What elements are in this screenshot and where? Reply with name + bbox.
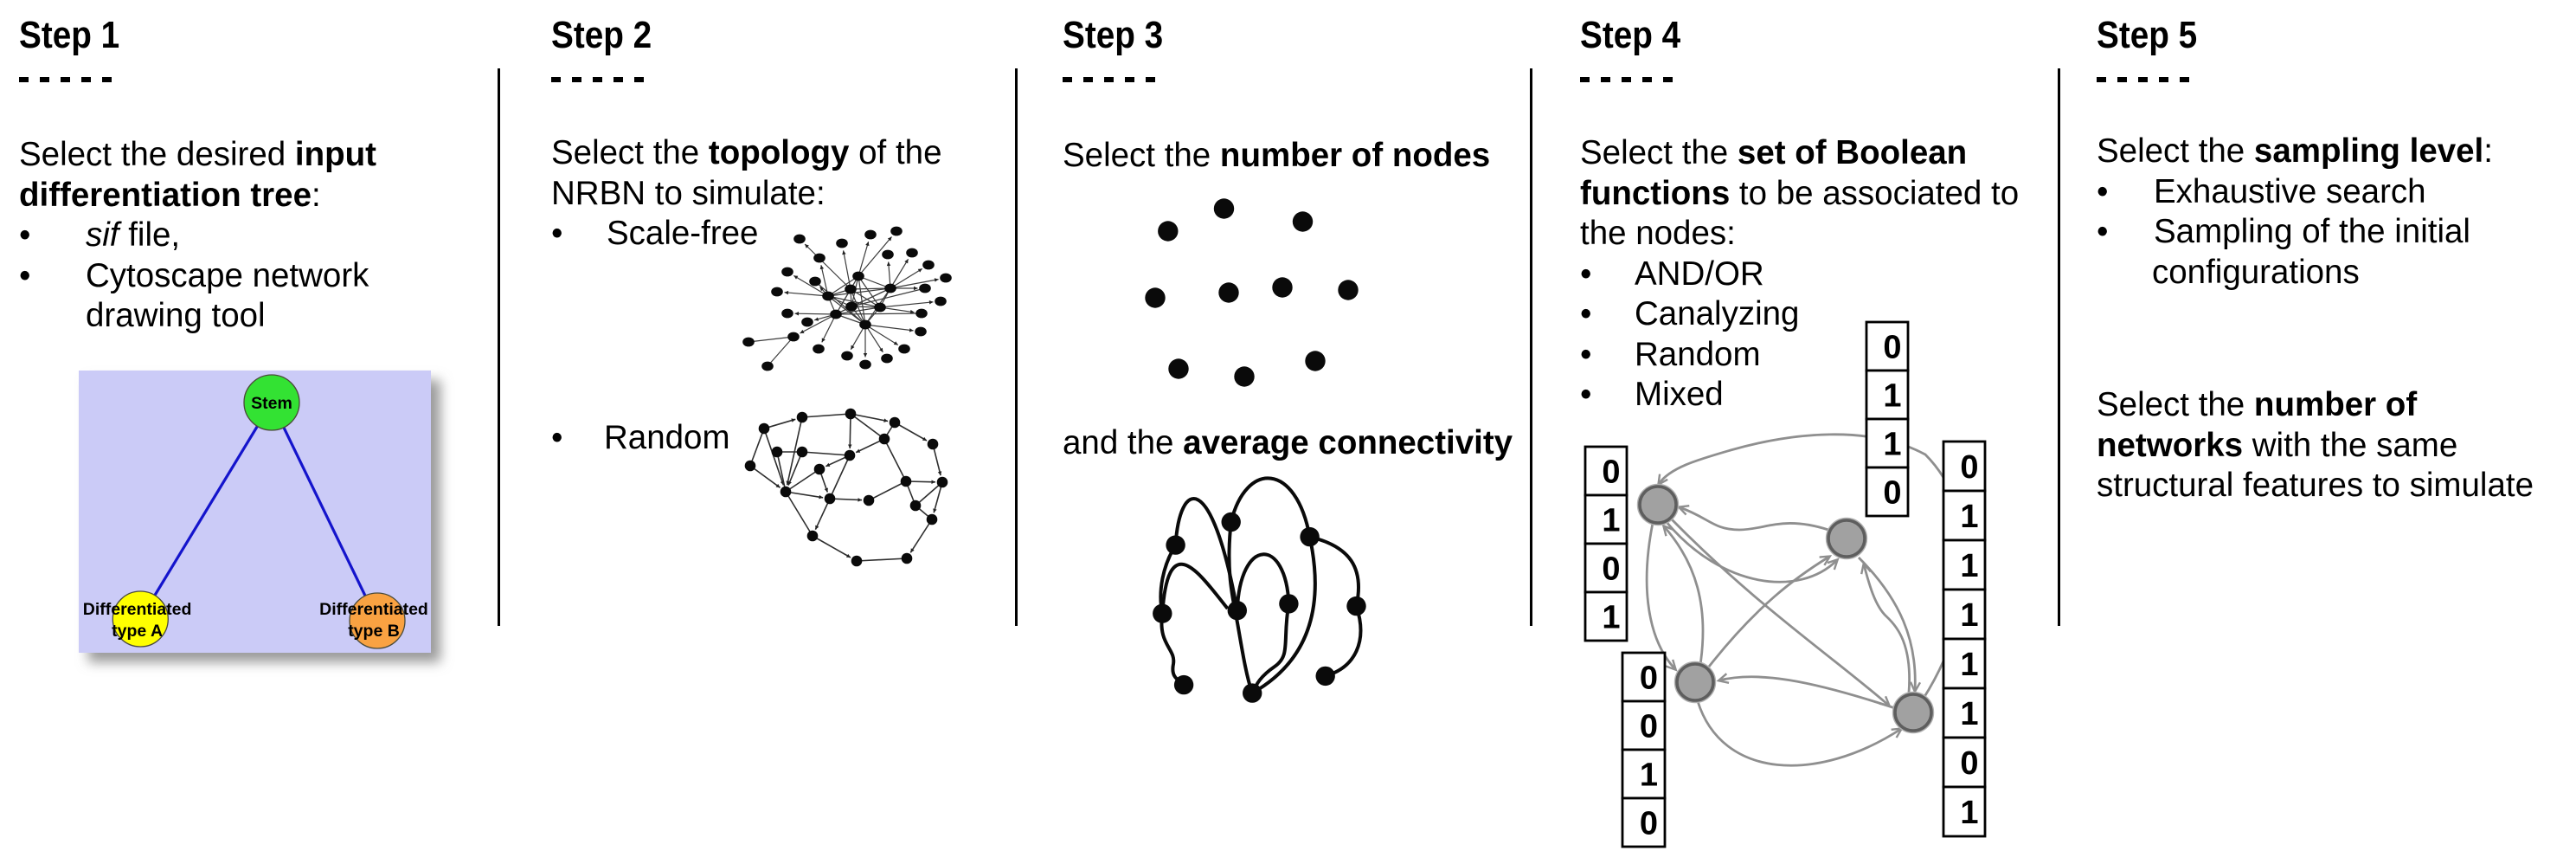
- svg-text:0: 0: [1602, 551, 1620, 588]
- svg-text:1: 1: [1960, 647, 1978, 683]
- svg-text:0: 0: [1960, 449, 1978, 486]
- svg-text:0: 0: [1640, 806, 1658, 842]
- svg-text:type A: type A: [112, 622, 163, 641]
- svg-text:1: 1: [1960, 696, 1978, 732]
- svg-text:0: 0: [1883, 475, 1901, 512]
- svg-text:1: 1: [1960, 795, 1978, 831]
- svg-text:1: 1: [1883, 427, 1901, 463]
- svg-text:type B: type B: [348, 622, 400, 641]
- svg-text:Differentiated: Differentiated: [319, 600, 428, 619]
- svg-text:0: 0: [1602, 455, 1620, 491]
- svg-text:1: 1: [1602, 503, 1620, 539]
- svg-text:1: 1: [1960, 548, 1978, 584]
- svg-text:1: 1: [1602, 600, 1620, 636]
- svg-text:1: 1: [1883, 378, 1901, 415]
- svg-text:0: 0: [1960, 745, 1978, 782]
- svg-text:0: 0: [1640, 661, 1658, 697]
- svg-text:1: 1: [1640, 758, 1658, 794]
- svg-text:Differentiated: Differentiated: [83, 600, 192, 619]
- svg-text:1: 1: [1960, 499, 1978, 535]
- svg-text:0: 0: [1883, 330, 1901, 366]
- svg-text:1: 1: [1960, 597, 1978, 634]
- svg-text:Stem: Stem: [251, 394, 292, 413]
- svg-text:0: 0: [1640, 709, 1658, 745]
